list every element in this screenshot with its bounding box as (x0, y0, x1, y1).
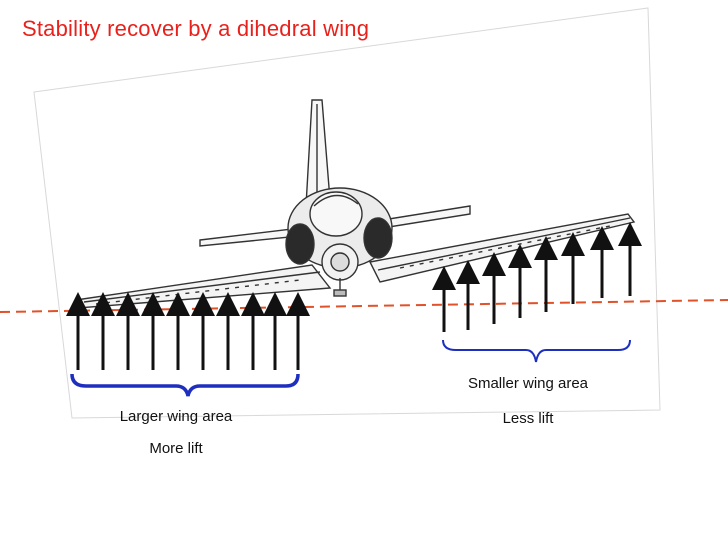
slide-title: Stability recover by a dihedral wing (22, 16, 370, 41)
left-lift-arrows (66, 292, 310, 370)
left-brace (70, 373, 300, 397)
aircraft-drawing (75, 99, 636, 309)
right-brace (442, 339, 631, 363)
right-lift-label: Less lift (502, 410, 554, 427)
right-area-label: Smaller wing area (467, 375, 589, 392)
right-lift-arrows (432, 222, 642, 332)
left-lift-label: More lift (149, 440, 203, 457)
left-area-label: Larger wing area (119, 408, 233, 425)
